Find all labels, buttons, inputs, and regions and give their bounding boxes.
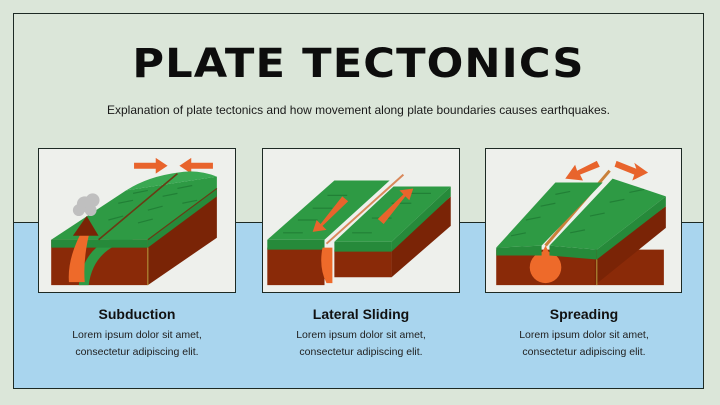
card-subduction: Subduction Lorem ipsum dolor sit amet, c… xyxy=(27,306,247,361)
spreading-diagram-icon xyxy=(496,160,666,286)
card-text-line2: consectetur adipiscing elit. xyxy=(75,346,199,358)
slide-frame: PLATE TECTONICS Explanation of plate tec… xyxy=(13,13,704,389)
page-title: PLATE TECTONICS xyxy=(132,41,585,87)
lateral-sliding-diagram-icon xyxy=(267,173,451,286)
card-text-line2: consectetur adipiscing elit. xyxy=(299,346,423,358)
card-lateral-sliding: Lateral Sliding Lorem ipsum dolor sit am… xyxy=(251,306,471,361)
card-title: Spreading xyxy=(549,306,619,322)
card-spreading: Spreading Lorem ipsum dolor sit amet, co… xyxy=(474,306,694,361)
card-text-line1: Lorem ipsum dolor sit amet, xyxy=(519,329,649,341)
card-title: Lateral Sliding xyxy=(312,306,410,322)
spreading-illustration xyxy=(485,148,682,293)
subduction-diagram-icon xyxy=(51,157,218,286)
diverging-arrows-icon xyxy=(565,160,649,181)
card-text-line1: Lorem ipsum dolor sit amet, xyxy=(72,329,202,341)
card-text-line2: consectetur adipiscing elit. xyxy=(522,346,646,358)
ash-cloud-icon xyxy=(72,193,100,217)
lateral-sliding-illustration xyxy=(262,148,460,293)
sliding-arrows-icon xyxy=(312,188,414,232)
converging-arrows-icon xyxy=(134,157,213,174)
card-text-line1: Lorem ipsum dolor sit amet, xyxy=(296,329,426,341)
card-title: Subduction xyxy=(98,306,176,322)
page-subtitle: Explanation of plate tectonics and how m… xyxy=(107,103,610,117)
subduction-illustration xyxy=(38,148,236,293)
